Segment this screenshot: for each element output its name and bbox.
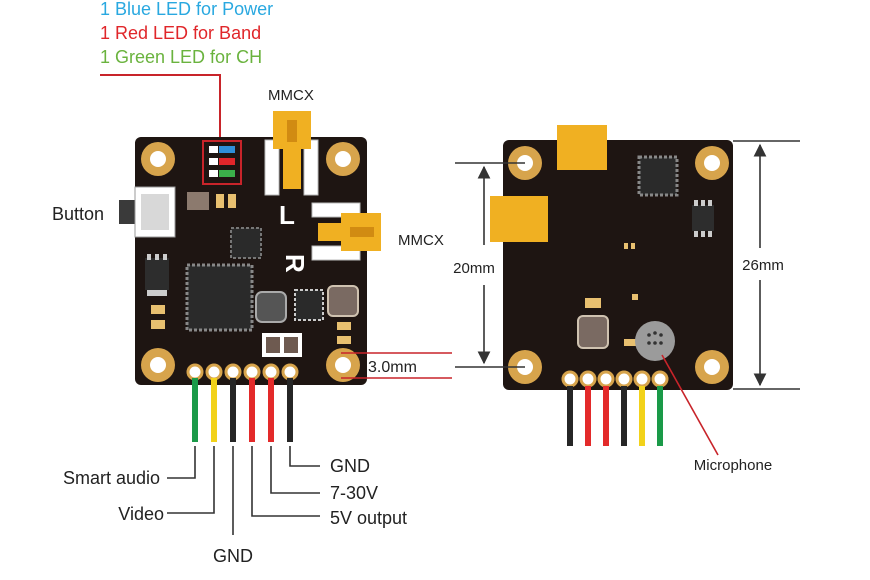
led-note-green: 1 Green LED for CH (100, 47, 262, 67)
wire-green (192, 378, 198, 442)
voltage-regulator (145, 254, 169, 296)
smd-component (624, 243, 628, 249)
leader-5v (251, 446, 320, 517)
label-mmcx-top: MMCX (268, 87, 314, 104)
push-button (119, 186, 176, 238)
leader-vin (270, 446, 320, 494)
back-board (490, 125, 733, 390)
wire-red (603, 386, 609, 446)
back-ic (637, 155, 679, 197)
label-button: Button (52, 204, 104, 224)
led-leader-line (100, 74, 221, 140)
front-wires (192, 378, 293, 442)
mmcx-connector-top (264, 111, 319, 196)
label-20mm: 20mm (453, 260, 495, 277)
label-video: Video (118, 504, 164, 524)
mmcx-connector-back-top (557, 125, 607, 170)
led-note-blue: 1 Blue LED for Power (100, 0, 273, 19)
smd-component (228, 194, 236, 208)
wire-red (585, 386, 591, 446)
smd-component (151, 320, 165, 329)
label-microphone: Microphone (694, 457, 772, 474)
wire-black (230, 378, 236, 442)
dimension-3mm: 3.0mm (341, 352, 452, 379)
leader-smart-audio (167, 446, 196, 479)
wire-leaders (167, 446, 320, 535)
smd-component (216, 194, 224, 208)
led-indicators (202, 140, 242, 185)
wire-yellow (211, 378, 217, 442)
wire-black (567, 386, 573, 446)
back-wires (567, 386, 663, 446)
label-3mm: 3.0mm (368, 359, 417, 376)
microphone-leader (661, 354, 719, 456)
label-mmcx-right: MMCX (398, 232, 444, 249)
silk-label-r: R (280, 254, 310, 273)
dimension-26mm: 26mm (733, 140, 800, 390)
leader-gnd-right (289, 446, 320, 467)
back-regulator (692, 200, 714, 237)
silk-label-l: L (279, 200, 295, 230)
wire-black (621, 386, 627, 446)
wire-red (268, 378, 274, 442)
main-mcu-chip (185, 263, 254, 332)
capacitor (327, 285, 359, 317)
label-smart-audio: Smart audio (63, 468, 160, 488)
wire-yellow (639, 386, 645, 446)
mounting-hole (695, 350, 729, 384)
mmcx-connector-back-left (490, 196, 548, 242)
smd-component (624, 339, 636, 346)
smd-component (631, 243, 635, 249)
front-board: L R (119, 111, 381, 385)
dimension-20mm: 20mm (453, 162, 525, 368)
wire-black (287, 378, 293, 442)
front-pcb (135, 137, 367, 385)
rf-chip (294, 289, 324, 321)
label-gnd-bottom: GND (213, 546, 253, 566)
small-ic (230, 227, 262, 259)
leader-video (167, 446, 215, 514)
mmcx-connector-right (311, 202, 381, 261)
label-5v-output: 5V output (330, 508, 407, 528)
label-26mm: 26mm (742, 257, 784, 274)
smd-component (632, 294, 638, 300)
mounting-hole (141, 348, 175, 382)
smd-component (187, 192, 209, 210)
smd-component (151, 305, 165, 314)
smd-component (337, 336, 351, 344)
mounting-hole (326, 142, 360, 176)
capacitor (577, 315, 609, 349)
led-notes: 1 Blue LED for Power 1 Red LED for Band … (100, 0, 273, 67)
led-note-red: 1 Red LED for Band (100, 23, 261, 43)
mounting-hole (141, 142, 175, 176)
label-gnd-right: GND (330, 456, 370, 476)
wire-green (657, 386, 663, 446)
label-vin: 7-30V (330, 483, 378, 503)
microphone (635, 321, 675, 361)
mounting-hole (695, 146, 729, 180)
wire-red (249, 378, 255, 442)
smd-component (585, 298, 601, 308)
front-solder-pads (186, 363, 299, 381)
back-pcb (503, 140, 733, 390)
inductor (255, 291, 287, 323)
mounting-hole (326, 348, 360, 382)
smd-component (337, 322, 351, 330)
resistor-pair (262, 333, 302, 357)
